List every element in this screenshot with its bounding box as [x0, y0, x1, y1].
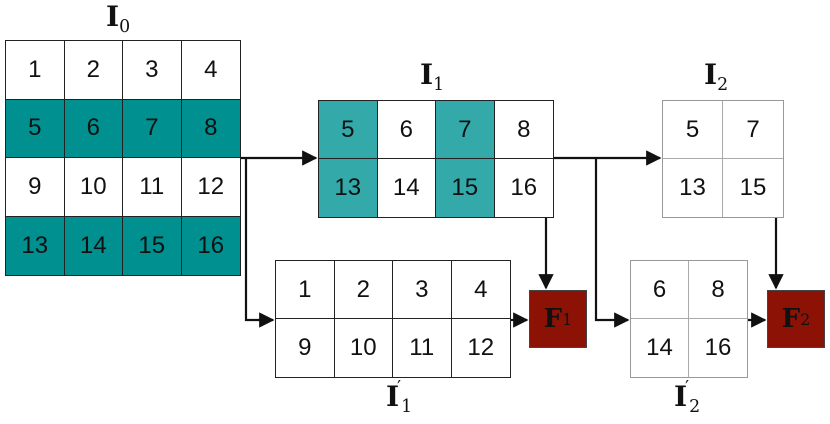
grid-cell: 6 — [64, 99, 123, 158]
grid-cell: 13 — [663, 159, 723, 217]
grid-cell: 7 — [436, 101, 495, 159]
grid-cell: 12 — [451, 319, 510, 377]
grid-cell: 2 — [64, 41, 123, 100]
grid-cell: 4 — [181, 41, 240, 100]
grid-cell: 9 — [6, 158, 65, 217]
grid-cell: 10 — [334, 319, 393, 377]
grid-cell: 8 — [181, 99, 240, 158]
grid-cell: 8 — [494, 101, 553, 159]
grid-cell: 13 — [6, 216, 65, 275]
label-i1-prime: I′1 — [386, 378, 413, 418]
grid-cell: 10 — [64, 158, 123, 217]
label-i2-prime: I′2 — [674, 378, 701, 418]
label-i2: I2 — [704, 58, 729, 96]
grid-cell: 16 — [689, 319, 747, 377]
grid-cell: 5 — [6, 99, 65, 158]
grid-cell: 6 — [377, 101, 436, 159]
arrow-i1-to-i2-prime — [594, 158, 630, 328]
label-i0: I0 — [106, 0, 131, 38]
grid-cell: 5 — [319, 101, 378, 159]
grid-cell: 13 — [319, 159, 378, 217]
grid-cell: 14 — [377, 159, 436, 217]
grid-cell: 3 — [393, 261, 452, 319]
grid-cell: 15 — [723, 159, 783, 217]
grid-cell: 7 — [123, 99, 182, 158]
grid-cell: 6 — [631, 261, 689, 319]
grid-cell: 14 — [631, 319, 689, 377]
grid-cell: 16 — [494, 159, 553, 217]
grid-cell: 14 — [64, 216, 123, 275]
grid-cell: 15 — [436, 159, 495, 217]
grid-cell: 8 — [689, 261, 747, 319]
grid-cell: 7 — [723, 101, 783, 159]
grid-cell: 16 — [181, 216, 240, 275]
grid-cell: 9 — [276, 319, 335, 377]
grid-cell: 11 — [393, 319, 452, 377]
arrow-i0-to-i1-prime — [244, 158, 275, 328]
grid-cell: 11 — [123, 158, 182, 217]
grid-cell: 3 — [123, 41, 182, 100]
grid-cell: 4 — [451, 261, 510, 319]
grid-cell: 12 — [181, 158, 240, 217]
grid-cell: 15 — [123, 216, 182, 275]
grid-cell: 5 — [663, 101, 723, 159]
label-i1: I1 — [420, 58, 445, 96]
grid-cell: 1 — [6, 41, 65, 100]
grid-cell: 2 — [334, 261, 393, 319]
grid-cell: 1 — [276, 261, 335, 319]
